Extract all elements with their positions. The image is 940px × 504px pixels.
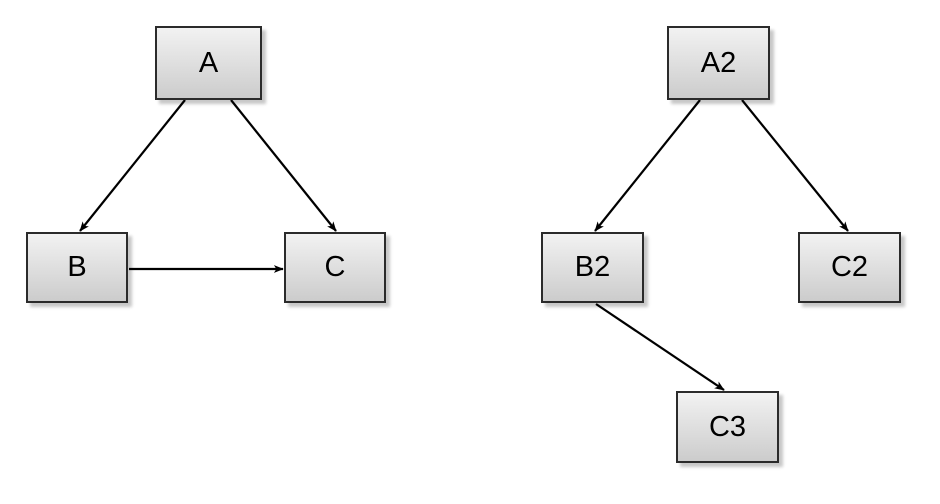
node-c3[interactable]: C3 (676, 391, 779, 463)
node-label-b2: B2 (574, 251, 611, 283)
edges-group (79, 99, 849, 391)
edge-a-to-c[interactable] (230, 99, 337, 232)
node-b[interactable]: B (26, 232, 128, 303)
node-label-a: A (198, 46, 219, 79)
node-c[interactable]: C (284, 232, 386, 303)
node-label-c2: C2 (830, 251, 869, 283)
edge-a2-to-c2[interactable] (741, 99, 849, 232)
node-b2[interactable]: B2 (541, 232, 644, 303)
node-label-c3: C3 (708, 410, 747, 443)
node-label-c: C (324, 251, 346, 283)
node-c2[interactable]: C2 (798, 232, 901, 303)
edge-a-to-b[interactable] (79, 99, 186, 232)
node-label-b: B (67, 251, 87, 283)
node-label-a2: A2 (700, 46, 737, 79)
edge-a2-to-b2[interactable] (594, 99, 701, 232)
edge-b2-to-c3[interactable] (595, 303, 725, 391)
node-a[interactable]: A (155, 26, 262, 100)
node-a2[interactable]: A2 (667, 26, 770, 100)
